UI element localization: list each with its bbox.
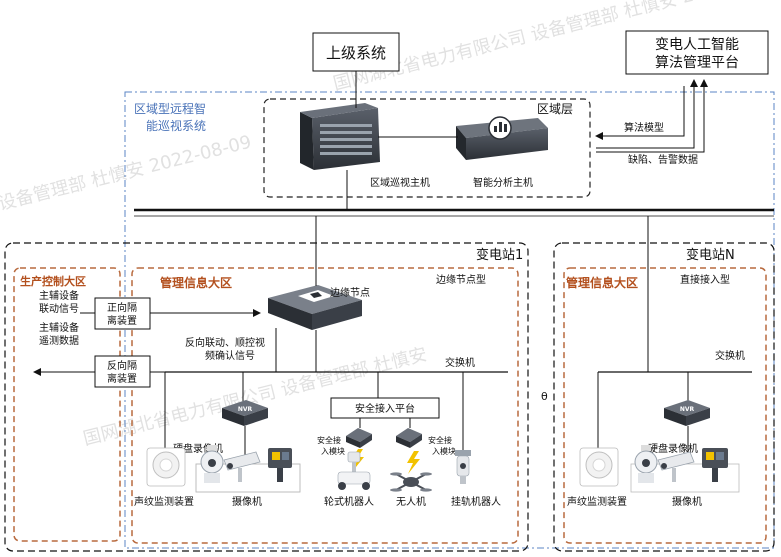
stationN-title: 变电站N [686, 247, 735, 263]
wheeled-robot-label: 轮式机器人 [324, 495, 374, 508]
station1-mgmt-area [131, 267, 519, 544]
superior-system-label: 上级系统 [326, 44, 386, 62]
edge-node-label: 边缘节点 [330, 286, 370, 299]
stationN-ptz-camera-icon [702, 448, 728, 482]
drone-icon [390, 472, 432, 492]
secure-platform-label: 安全接入平台 [355, 402, 415, 415]
station1-dome-camera-icon [200, 445, 224, 483]
defect-data-arrow-2 [596, 79, 708, 153]
station1-node-type: 边缘节点型 [436, 273, 486, 286]
secure-module-1-label-1: 安全接 [317, 435, 341, 445]
region-host-label: 区域巡视主机 [370, 176, 430, 189]
analysis-host-icon [456, 116, 548, 160]
reverse-isolator-label-2: 离装置 [107, 372, 137, 385]
algo-model-label: 算法模型 [624, 121, 664, 134]
station1-mgmt-title: 管理信息大区 [160, 275, 232, 290]
forward-isolator: 正向隔 离装置 [94, 297, 151, 330]
stationN-acoustic-label: 声纹监测装置 [567, 495, 627, 508]
linkage-signal-label-2: 联动信号 [39, 303, 79, 315]
stationN-bullet-camera-icon [657, 451, 695, 482]
station1-nvr-badge: NVR [238, 406, 253, 413]
defect-data-arrow-1 [596, 79, 698, 149]
secure-module-1-icon [346, 428, 372, 448]
reverse-isolator-label-1: 反向隔 [107, 359, 137, 372]
station1-title: 变电站1 [476, 247, 523, 263]
wireless-bolt-2-icon [407, 451, 420, 474]
forward-isolator-label-2: 离装置 [107, 314, 137, 327]
station1-camera-label: 摄像机 [232, 495, 262, 508]
stationN-camera-label: 摄像机 [672, 495, 702, 508]
station1-nvr-icon: NVR [222, 400, 268, 426]
watermark-2: 设备管理部 杜慎安 2022-08-09 [0, 132, 254, 215]
secure-module-2-icon [396, 428, 422, 448]
station1-box [4, 242, 529, 552]
production-area-title: 生产控制大区 [20, 274, 86, 288]
station1-ptz-camera-icon [268, 448, 292, 482]
region-host-server-icon [300, 103, 380, 170]
telemetry-label-1: 主辅设备 [39, 321, 79, 334]
stationN-nvr-icon: NVR [664, 400, 710, 426]
ai-platform-box: 变电人工智能 算法管理平台 [625, 30, 769, 75]
superior-system-box: 上级系统 [312, 32, 400, 72]
drone-label: 无人机 [396, 495, 426, 508]
algo-model-arrow [595, 86, 685, 140]
stationN-nvr-label: 硬盘录像机 [648, 442, 698, 455]
stationN-dome-camera-icon [634, 445, 658, 483]
analysis-host-label: 智能分析主机 [473, 176, 533, 189]
between-stations-marker: θ [541, 390, 548, 403]
production-control-area [13, 267, 121, 542]
stationN-nvr-badge: NVR [680, 406, 695, 413]
reverse-signal-label-2: 频确认信号 [205, 349, 255, 362]
secure-platform-box: 安全接入平台 [330, 397, 440, 419]
secure-module-2-label-1: 安全接 [428, 435, 452, 445]
stationN-node-type: 直接接入型 [680, 273, 730, 286]
stationN-acoustic-icon [579, 447, 619, 487]
secure-module-2-label-2: 入模块 [432, 446, 456, 456]
wheeled-robot-icon [337, 451, 371, 490]
ai-platform-label-1: 变电人工智能 [655, 37, 739, 53]
linkage-signal-label-1: 主辅设备 [39, 289, 79, 302]
rail-robot-label: 挂轨机器人 [451, 495, 501, 508]
rail-robot-icon [455, 450, 471, 484]
regional-system-title-1: 区域型远程智 [134, 101, 206, 116]
regional-system-title-2: 能巡视系统 [146, 118, 206, 133]
station1-acoustic-icon [146, 447, 186, 487]
reverse-signal-label-1: 反向联动、顺控视 [185, 336, 265, 349]
ai-platform-label-2: 算法管理平台 [655, 55, 739, 71]
edge-to-reverse-arrow [150, 328, 277, 373]
stationN-mgmt-area [563, 267, 767, 544]
stationN-box [553, 242, 775, 552]
station1-bullet-camera-icon [223, 451, 261, 482]
stationN-switch-label: 交换机 [715, 349, 745, 362]
region-layer-box [263, 98, 591, 198]
reverse-isolator: 反向隔 离装置 [94, 355, 151, 388]
stationN-mgmt-title: 管理信息大区 [566, 275, 638, 290]
defect-data-label: 缺陷、告警数据 [628, 153, 698, 166]
region-layer-label: 区域层 [537, 102, 573, 116]
telemetry-label-2: 遥测数据 [39, 334, 79, 347]
edge-node-icon [268, 285, 362, 330]
secure-module-1-label-2: 入模块 [321, 446, 345, 456]
station1-switch-label: 交换机 [445, 356, 475, 369]
station1-acoustic-label: 声纹监测装置 [134, 495, 194, 508]
forward-isolator-label-1: 正向隔 [107, 301, 137, 314]
